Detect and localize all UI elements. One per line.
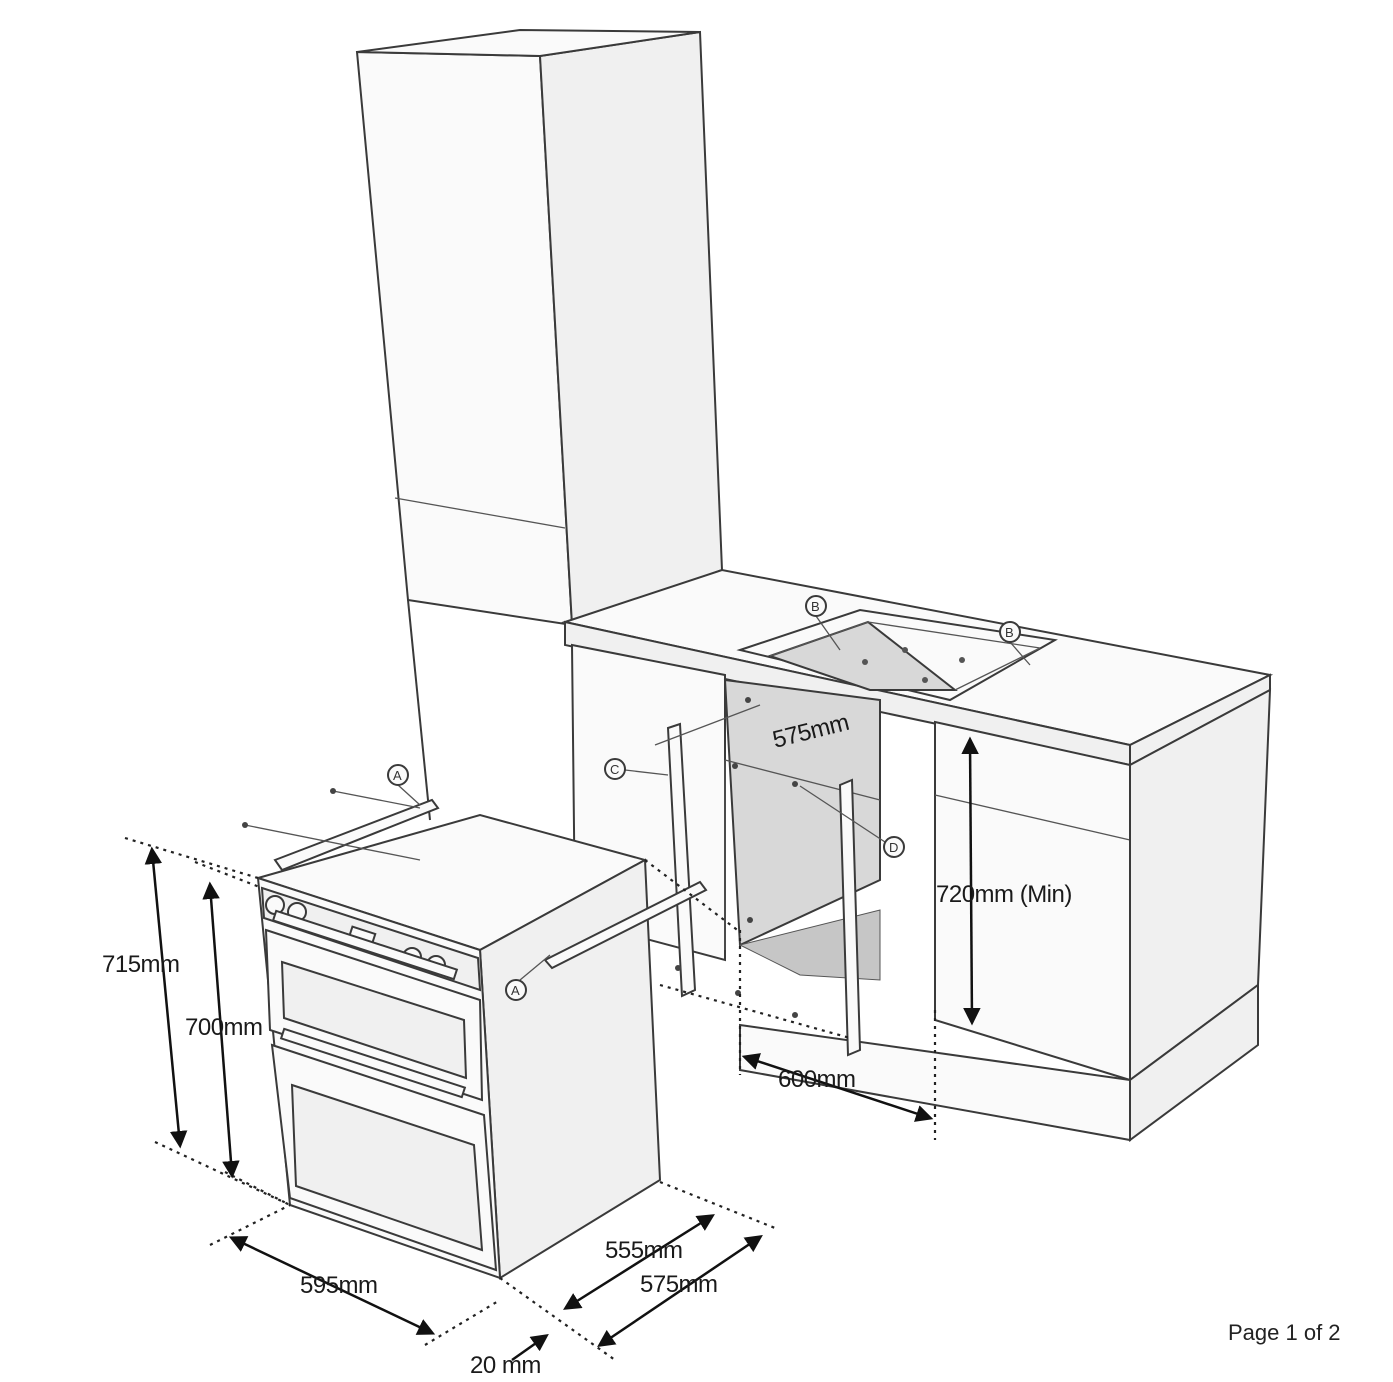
svg-text:B: B <box>1005 625 1014 640</box>
cavity-screws <box>675 697 798 1018</box>
dim-575-label: 575mm <box>640 1271 718 1298</box>
callout-b-left: B <box>805 595 841 651</box>
svg-text:B: B <box>811 599 820 614</box>
bracket-d <box>838 778 862 1057</box>
svg-text:D: D <box>889 840 898 855</box>
tall-housing-cabinet <box>355 28 724 821</box>
screw <box>242 822 248 828</box>
svg-text:C: C <box>610 762 619 777</box>
double-oven <box>254 813 662 1280</box>
callout-b-right: B <box>999 621 1031 666</box>
dim-700-label: 700mm <box>185 1014 263 1041</box>
bracket-c <box>654 704 761 998</box>
svg-text:A: A <box>511 983 520 998</box>
screw-line-a1 <box>244 824 421 861</box>
dimension-lines <box>124 736 981 1362</box>
screw-line-a2 <box>332 790 421 809</box>
rail-a-side <box>543 880 708 970</box>
callout-a-top: A <box>387 764 421 806</box>
dim-20-label: 20 mm <box>470 1352 541 1379</box>
dim-600-label: 600mm <box>778 1066 856 1093</box>
rail-a-top <box>273 798 440 872</box>
callout-c: C <box>604 758 669 780</box>
dim-595-label: 595mm <box>300 1272 378 1299</box>
dim-720-label: 720mm (Min) <box>936 881 1072 908</box>
callout-a-side: A <box>505 954 551 1001</box>
dim-555-label: 555mm <box>605 1237 683 1264</box>
screw <box>330 788 336 794</box>
svg-text:A: A <box>393 768 402 783</box>
dim-715-label: 715mm <box>102 951 180 978</box>
page-number: Page 1 of 2 <box>1228 1320 1341 1345</box>
hob-cutout <box>736 608 1058 702</box>
callout-d: D <box>799 785 905 858</box>
